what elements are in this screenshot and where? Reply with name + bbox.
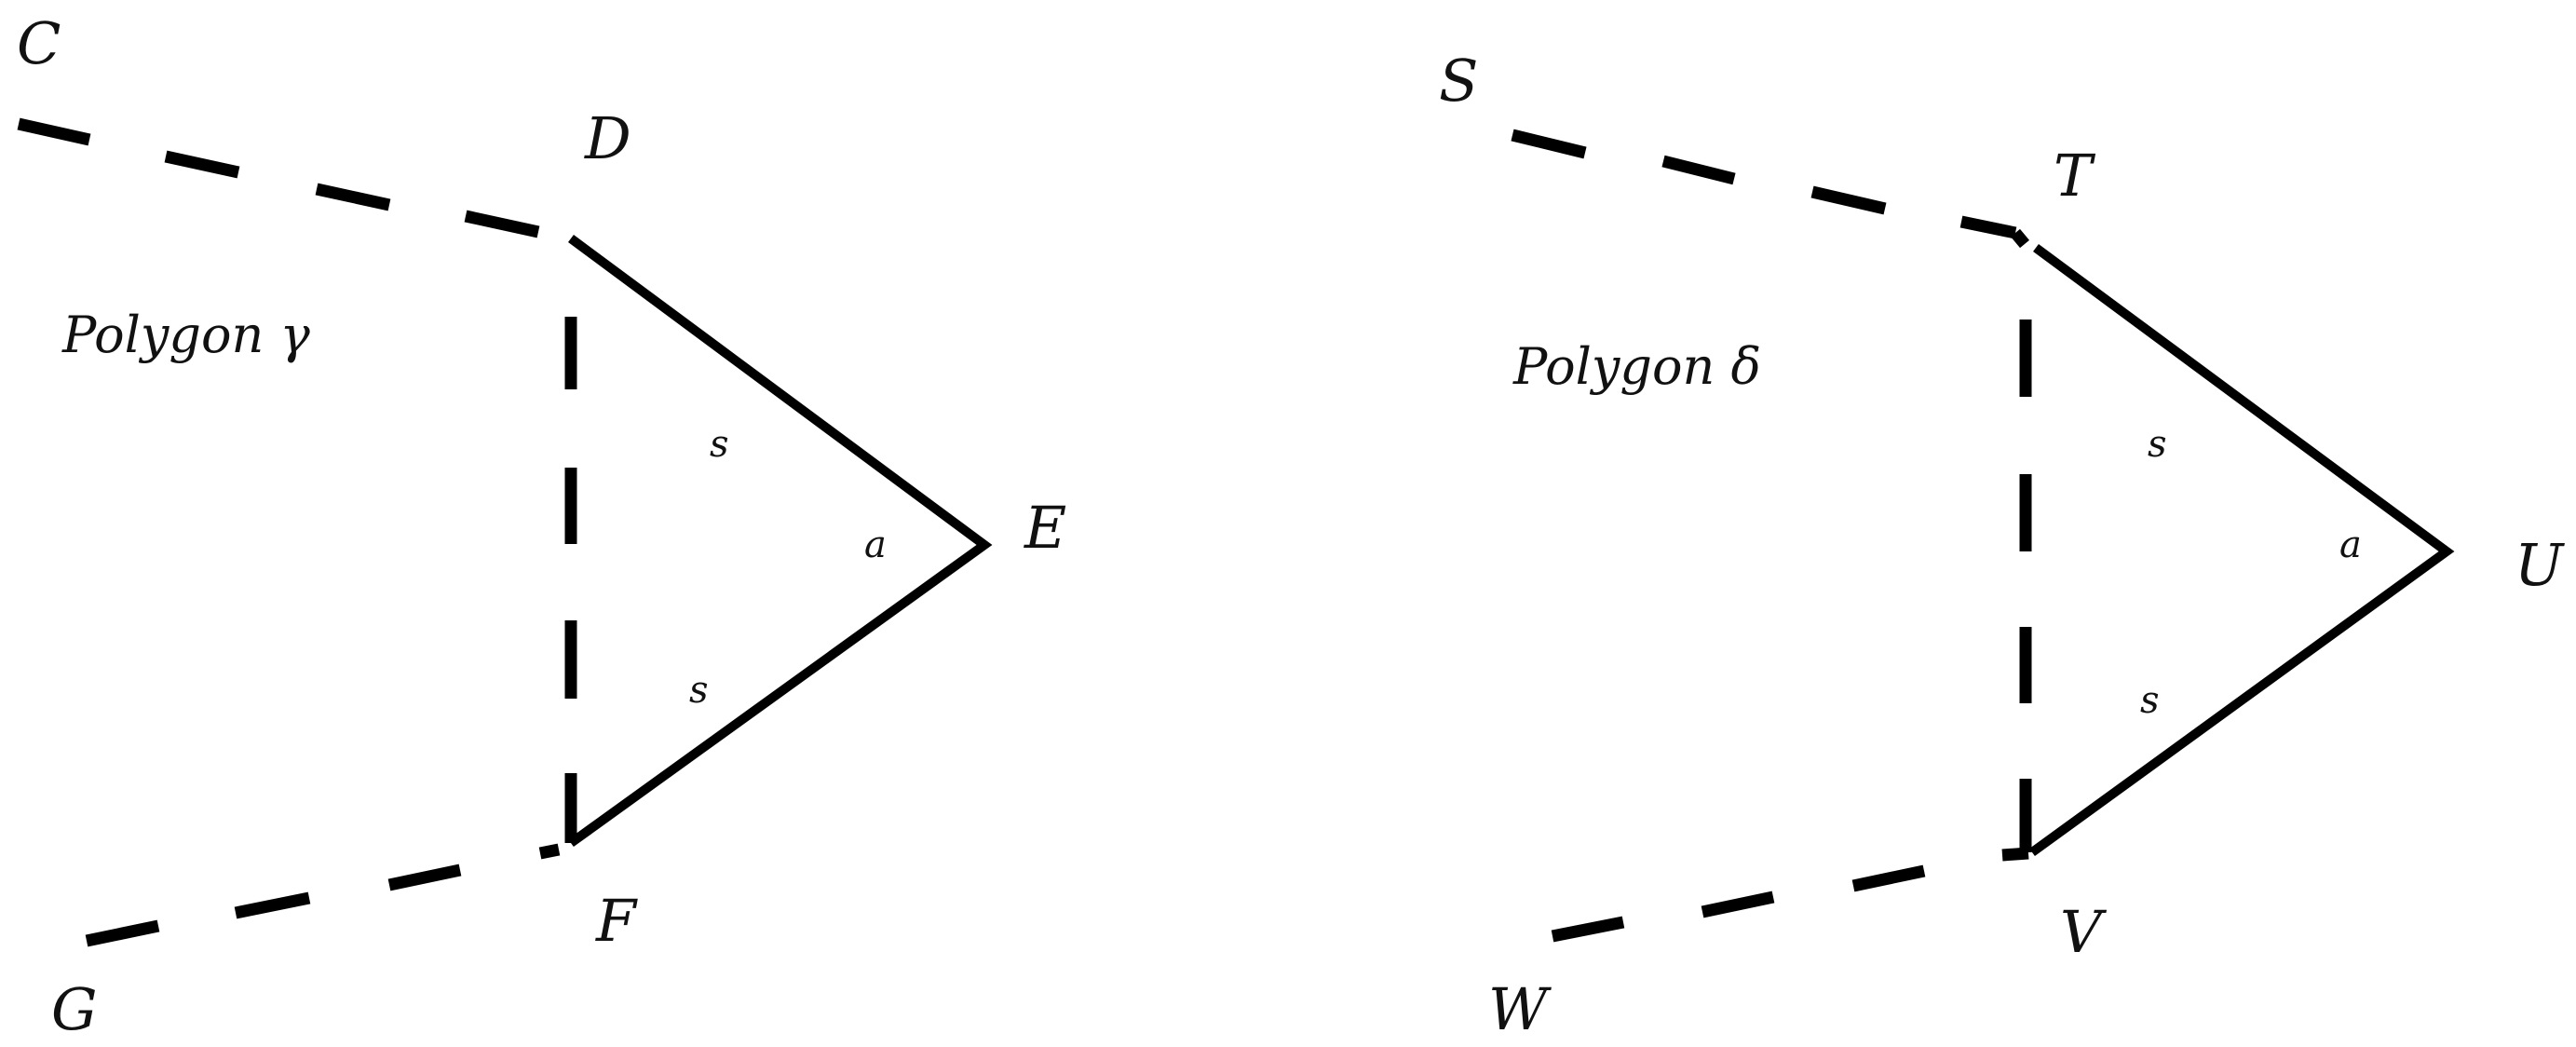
vertex-label-d: D (584, 104, 631, 172)
vertex-label-f: F (595, 887, 638, 955)
side-label-de: s (710, 423, 729, 466)
vertex-label-v: V (2060, 898, 2108, 966)
edge-s-t-dashed (1511, 129, 2029, 249)
polygon-gamma-label: Polygon γ (61, 306, 310, 364)
vertex-label-g: G (51, 975, 98, 1043)
side-label-ef: s (689, 669, 709, 712)
vertex-label-w: W (1488, 975, 1552, 1043)
vertex-label-u: U (2515, 531, 2565, 599)
edge-d-e-f-solid (568, 234, 993, 848)
vertex-label-t: T (2054, 142, 2096, 210)
side-label-tu: s (2148, 423, 2167, 466)
edge-c-d-dashed (17, 117, 540, 238)
vertex-label-s: S (1439, 47, 1478, 115)
edge-v-w-dashed (1551, 847, 2029, 943)
angle-label-u: a (2339, 524, 2362, 566)
polygon-gamma-figure: C D E F G Polygon γ s s a (17, 9, 1066, 1043)
edge-f-g-dashed (85, 843, 561, 947)
polygon-delta-label: Polygon δ (1512, 337, 1761, 396)
edge-t-u-v-solid (2029, 243, 2455, 857)
angle-label-e: a (864, 524, 887, 566)
polygon-delta-figure: S T U V W Polygon δ s s a (1439, 47, 2565, 1043)
vertex-label-c: C (17, 9, 61, 77)
vertex-label-e: E (1024, 494, 1066, 562)
side-label-uv: s (2140, 679, 2160, 722)
